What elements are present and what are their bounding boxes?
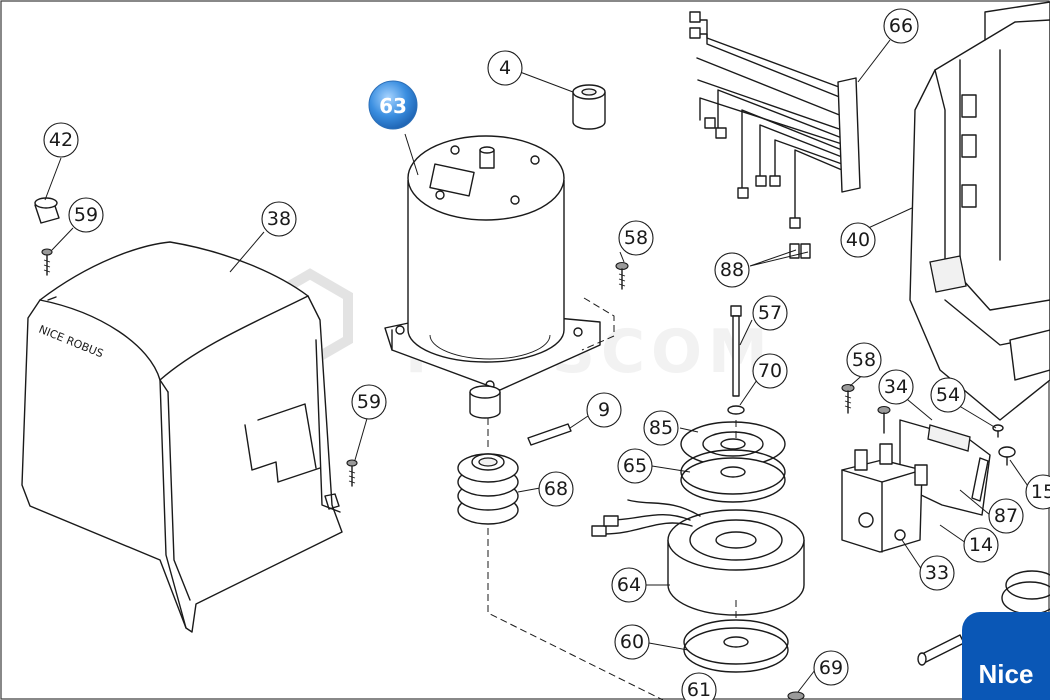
part-ring <box>1001 570 1050 615</box>
part-wiring-harness <box>689 11 861 229</box>
svg-text:14: 14 <box>969 534 993 556</box>
part-nut <box>787 691 805 700</box>
brand-logo: Nice <box>962 612 1050 700</box>
svg-text:63: 63 <box>379 94 407 118</box>
svg-text:87: 87 <box>994 505 1018 527</box>
part-screw-motor <box>615 261 629 290</box>
svg-text:69: 69 <box>819 657 843 679</box>
callout-61: 61 <box>681 672 717 700</box>
part-shaft <box>917 634 965 666</box>
svg-text:54: 54 <box>936 384 960 406</box>
svg-text:61: 61 <box>687 679 711 700</box>
part-screw-board-2 <box>877 405 891 434</box>
callout-66: 66 <box>883 8 919 44</box>
part-disc-top <box>680 421 786 467</box>
svg-text:15: 15 <box>1031 481 1050 503</box>
part-limit-switch <box>841 419 991 553</box>
callout-57: 57 <box>752 295 788 331</box>
part-pin <box>527 423 572 446</box>
callout-33: 33 <box>919 555 955 591</box>
svg-text:70: 70 <box>758 360 782 382</box>
callout-59-left: 59 <box>68 197 104 233</box>
part-cover: NICE ROBUS <box>21 241 343 633</box>
callout-58-board: 58 <box>846 342 882 378</box>
svg-text:58: 58 <box>624 227 648 249</box>
svg-text:38: 38 <box>267 208 291 230</box>
brand-logo-text: Nice <box>978 659 1034 689</box>
callout-70: 70 <box>752 353 788 389</box>
svg-text:57: 57 <box>758 302 782 324</box>
callout-58-motor: 58 <box>618 220 654 256</box>
part-motor <box>384 135 601 419</box>
svg-text:59: 59 <box>357 391 381 413</box>
part-adjuster <box>998 446 1016 466</box>
svg-text:60: 60 <box>620 631 644 653</box>
svg-text:33: 33 <box>925 562 949 584</box>
callout-15: 15 <box>1025 474 1050 510</box>
part-screw-board <box>841 383 855 414</box>
svg-text:9: 9 <box>598 399 610 421</box>
part-disc-bottom <box>683 619 789 673</box>
callout-68: 68 <box>538 471 574 507</box>
callout-85: 85 <box>643 410 679 446</box>
callout-88: 88 <box>714 252 750 288</box>
svg-text:85: 85 <box>649 417 673 439</box>
part-screw-cover <box>346 459 358 487</box>
callout-60: 60 <box>614 624 650 660</box>
part-small-screw <box>992 424 1004 438</box>
callout-34: 34 <box>878 369 914 405</box>
svg-text:58: 58 <box>852 349 876 371</box>
svg-text:66: 66 <box>889 15 913 37</box>
callout-42: 42 <box>43 122 79 158</box>
svg-text:68: 68 <box>544 478 568 500</box>
svg-text:42: 42 <box>49 129 73 151</box>
callout-87: 87 <box>988 498 1024 534</box>
svg-text:64: 64 <box>617 574 641 596</box>
part-control-housing <box>909 1 1050 421</box>
part-bushing <box>572 84 606 130</box>
callout-40: 40 <box>840 222 876 258</box>
svg-text:4: 4 <box>499 57 511 79</box>
callout-14: 14 <box>963 527 999 563</box>
assembly-lines <box>487 297 737 700</box>
part-disc-middle <box>680 449 786 503</box>
callout-9: 9 <box>586 392 622 428</box>
callout-64: 64 <box>611 567 647 603</box>
callout-65: 65 <box>617 448 653 484</box>
callout-69: 69 <box>813 650 849 686</box>
callout-54: 54 <box>930 377 966 413</box>
part-screw-left <box>41 248 53 276</box>
callout-4: 4 <box>487 50 523 86</box>
part-bolt <box>727 305 745 415</box>
svg-text:88: 88 <box>720 259 744 281</box>
svg-text:65: 65 <box>623 455 647 477</box>
part-plug <box>34 197 60 224</box>
svg-text:40: 40 <box>846 229 870 251</box>
svg-text:34: 34 <box>884 376 908 398</box>
callout-59-cover: 59 <box>351 384 387 420</box>
svg-text:59: 59 <box>74 204 98 226</box>
part-worm-gear <box>457 453 519 525</box>
callout-38: 38 <box>261 201 297 237</box>
callout-63-highlighted: 63 <box>368 80 418 130</box>
